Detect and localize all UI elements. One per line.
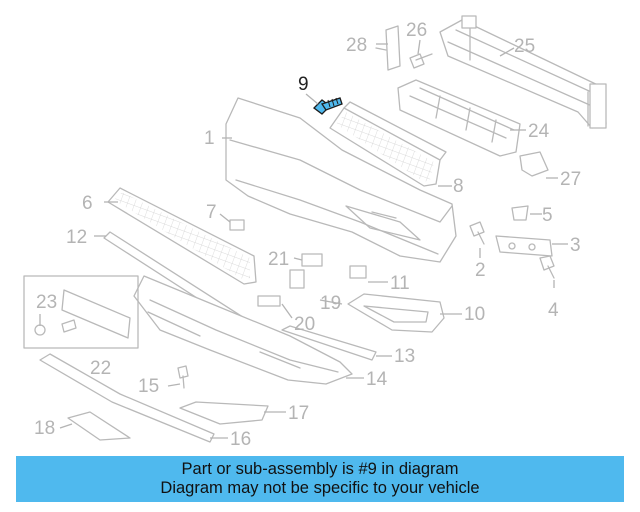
license-bracket-group [23,275,139,349]
callout-labels: 1 2 3 4 5 6 7 8 9 10 11 12 13 14 15 16 1… [34,20,581,450]
callout-3: 3 [570,235,581,256]
bracket-28-part [375,25,401,71]
callout-6: 6 [82,193,93,214]
callout-18: 18 [34,418,55,439]
callout-10: 10 [464,304,485,325]
callout-13: 13 [394,346,415,367]
callout-4: 4 [548,300,559,321]
impact-bar-part [439,15,607,129]
callout-20: 20 [294,314,315,335]
callout-5: 5 [542,205,553,226]
callout-22: 22 [90,358,111,379]
callout-15: 15 [138,376,159,397]
bracket-3-part [495,235,553,257]
moulding-17-part [179,401,269,425]
bolt-26-part [409,53,433,69]
lower-grille-part [107,187,257,285]
moulding-18-part [67,411,131,441]
fog-trim-part [347,293,445,333]
callout-11: 11 [390,273,410,294]
callout-23: 23 [36,292,57,313]
callout-19: 19 [320,293,341,314]
small-parts [177,205,555,389]
callout-12: 12 [66,227,87,248]
callout-24: 24 [528,121,550,142]
banner-line-1: Part or sub-assembly is #9 in diagram [181,460,459,478]
banner-line-2: Diagram may not be specific to your vehi… [160,479,480,497]
callout-28: 28 [346,35,367,56]
callout-26: 26 [406,20,427,41]
energy-absorber-part [397,79,521,157]
callout-9: 9 [298,74,309,95]
callout-25: 25 [514,36,535,57]
upper-grille-part [329,101,447,187]
info-banner: Part or sub-assembly is #9 in diagram Di… [16,456,624,502]
callout-27: 27 [560,169,581,190]
parts-diagram: 1 2 3 4 5 6 7 8 9 10 11 12 13 14 15 16 1… [23,15,607,450]
spoiler-part [133,275,353,385]
leader-lines [39,39,568,439]
bumper-cover-part [225,97,457,263]
callout-16: 16 [230,429,251,450]
callout-17: 17 [288,403,309,424]
callout-7: 7 [206,202,217,223]
callout-8: 8 [453,176,464,197]
callout-1: 1 [204,128,215,149]
clip-27-part [519,151,549,177]
callout-14: 14 [366,369,388,390]
callout-2: 2 [475,260,486,281]
highlighted-bolt-part [313,97,343,115]
callout-21: 21 [268,249,289,270]
trim-strip-13-part [281,325,377,361]
lower-strip-16-part [39,353,215,443]
